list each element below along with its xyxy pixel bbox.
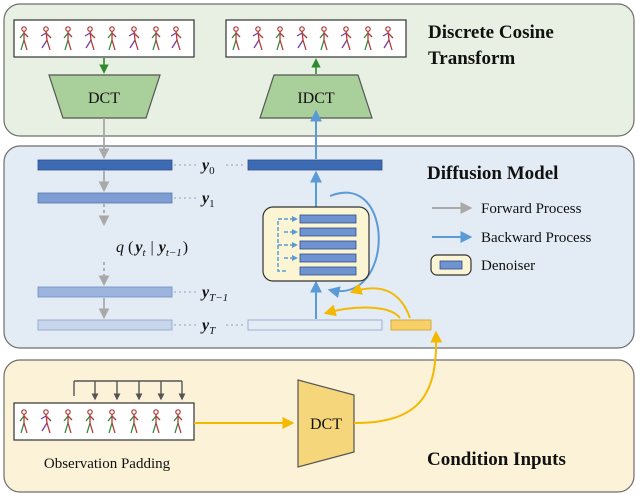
condition-section-title: Condition Inputs [427,449,566,470]
condition-dct-label: DCT [310,416,342,433]
padding-arrows [91,381,186,401]
condition-dct-block [297,379,355,468]
padding-bracket [73,380,182,396]
label-y1: y1 [200,190,215,210]
diffusion-section-title: Diffusion Model [427,163,558,184]
latent-bar-y0 [37,159,173,171]
label-yT: yT [200,317,216,337]
formula-ytm1-sub: t−1 [166,247,182,259]
formula-yt-sub: t [142,247,146,259]
denoiser-block [262,206,370,282]
latent-bar-y1 [37,192,173,204]
formula-bar: | [151,239,154,256]
idct-block [259,74,373,119]
observation-label: Observation Padding [44,456,171,472]
output-motion-strip [225,19,407,58]
formula-rparen: ) [183,239,188,256]
svg-text:q(yt|yt−1): q(yt|yt−1) [116,239,188,259]
legend-backward-label: Backward Process [481,230,592,246]
dct-block [48,74,161,119]
legend-forward-label: Forward Process [481,201,582,217]
latent-connectors [174,164,246,326]
dct-section-title-line2: Transform [428,48,515,69]
legend-denoiser-label: Denoiser [481,258,535,274]
condition-to-noise-arrow [323,304,401,319]
latent-bar-yTm1 [37,286,173,298]
dct-to-condition-bar-arrow [353,330,443,424]
latent-bar-yT [37,319,173,331]
formula-yt: y [133,239,143,256]
dct-section-title-line1: Discrete Cosine [428,22,554,43]
condition-to-loop-arrow [349,283,411,319]
formula-lparen: ( [128,239,133,256]
formula-ytm1: y [157,239,167,256]
idct-block-label: IDCT [297,90,335,107]
legend: Forward Process Backward Process Denoise… [430,201,592,276]
input-motion-strip [13,19,195,58]
label-y0: y0 [200,157,215,177]
formula-q: q [116,239,124,256]
observation-strip [13,402,195,441]
output-latent-bar [247,159,383,171]
dct-block-label: DCT [88,90,120,107]
noise-latent-bar [247,319,383,331]
skip-connection-arrows [277,218,296,272]
forward-formula: q(yt|yt−1) [116,239,188,259]
stacked-layers-icon [299,214,357,276]
label-yTm1: yT−1 [200,284,228,304]
condition-bar [390,319,432,331]
